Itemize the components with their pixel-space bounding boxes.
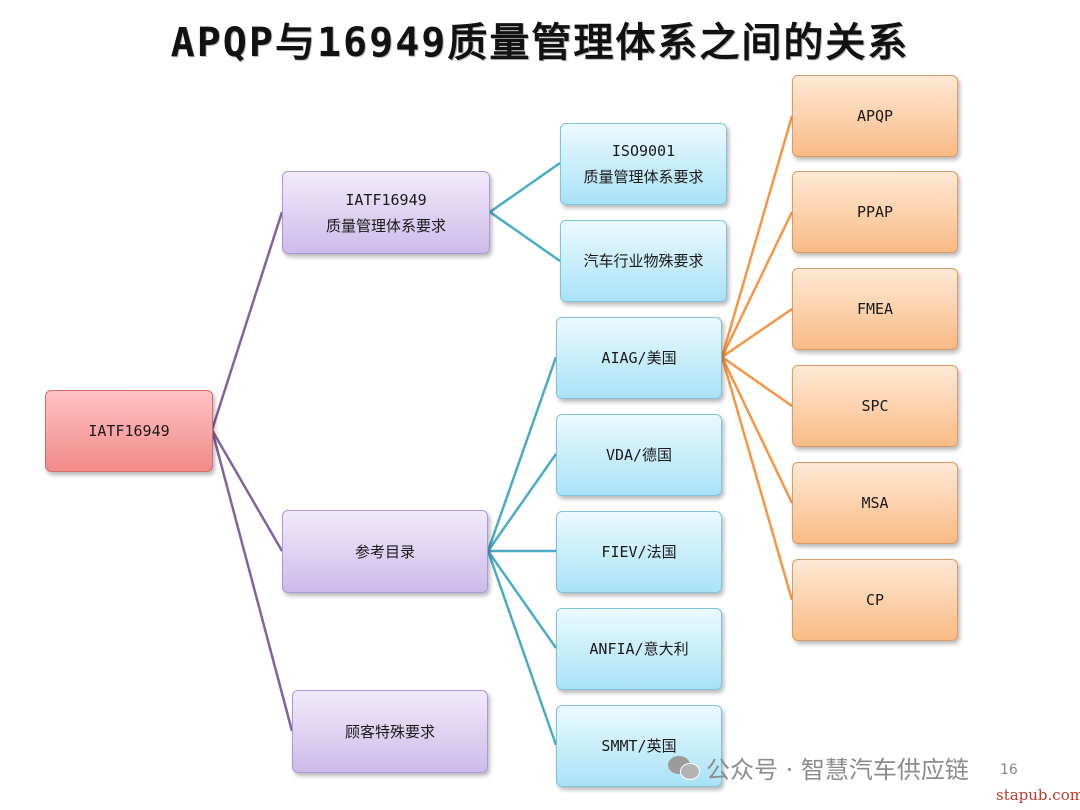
node-label: SPC (861, 397, 889, 415)
watermark: 公众号 · 智慧汽车供应链 (668, 750, 969, 784)
node-reference-catalog: 参考目录 (282, 510, 488, 593)
node-label: 汽车行业物殊要求 (583, 252, 704, 270)
node-msa: MSA (792, 462, 958, 544)
node-iatf16949-qms: IATF16949 质量管理体系要求 (282, 171, 490, 254)
page-number: 16 (1000, 762, 1018, 778)
node-label: 参考目录 (354, 542, 415, 561)
node-label: MSA (861, 494, 889, 512)
diagram-title: APQP与16949质量管理体系之间的关系 (170, 20, 910, 66)
node-label: ANFIA/意大利 (589, 640, 689, 658)
watermark-text: 公众号 · 智慧汽车供应链 (706, 755, 969, 784)
node-vda: VDA/德国 (556, 414, 722, 496)
link-ref-aiag (486, 356, 558, 552)
node-auto-industry: 汽车行业物殊要求 (560, 220, 727, 302)
node-fmea: FMEA (792, 268, 958, 350)
node-label: 顾客特殊要求 (344, 722, 435, 741)
link-ref-anfia (486, 550, 558, 649)
node-label: VDA/德国 (605, 446, 673, 464)
node-label: FMEA (856, 300, 894, 318)
node-label: PPAP (856, 203, 894, 221)
node-customer-specific: 顾客特殊要求 (292, 690, 488, 773)
link-aiag-apqp (720, 115, 794, 358)
link-qms-iso (489, 161, 561, 214)
link-aiag-ppap (720, 211, 794, 358)
node-iso9001: ISO9001 质量管理体系要求 (560, 123, 727, 205)
link-qms-auto (489, 210, 561, 263)
node-root-iatf16949: IATF16949 (45, 390, 213, 472)
node-label: SMMT/英国 (601, 737, 677, 755)
node-ppap: PPAP (792, 171, 958, 253)
node-cp: CP (792, 559, 958, 641)
link-ref-vda (486, 453, 558, 552)
node-label: 质量管理体系要求 (583, 168, 704, 186)
node-label: FIEV/法国 (601, 543, 677, 561)
node-label: APQP (856, 107, 894, 125)
link-aiag-spc (721, 355, 793, 408)
link-ref-smmt (486, 550, 558, 746)
node-spc: SPC (792, 365, 958, 447)
link-aiag-fmea (721, 307, 793, 359)
node-fiev: FIEV/法国 (556, 511, 722, 593)
site-watermark: stapub.com (996, 786, 1080, 804)
link-aiag-cp (720, 356, 794, 601)
node-label: IATF16949 (345, 190, 427, 209)
node-label: ISO9001 (611, 142, 676, 160)
wechat-icon (668, 754, 700, 780)
node-label: AIAG/美国 (601, 349, 677, 367)
link-root-qms (210, 211, 284, 431)
link-root-reference (210, 429, 284, 552)
link-aiag-msa (720, 356, 794, 504)
node-apqp: APQP (792, 75, 958, 157)
node-label: CP (865, 591, 885, 609)
node-label: IATF16949 (88, 422, 170, 440)
node-aiag: AIAG/美国 (556, 317, 722, 399)
node-label: 质量管理体系要求 (325, 216, 446, 235)
link-root-customer (210, 429, 294, 732)
node-anfia: ANFIA/意大利 (556, 608, 722, 690)
